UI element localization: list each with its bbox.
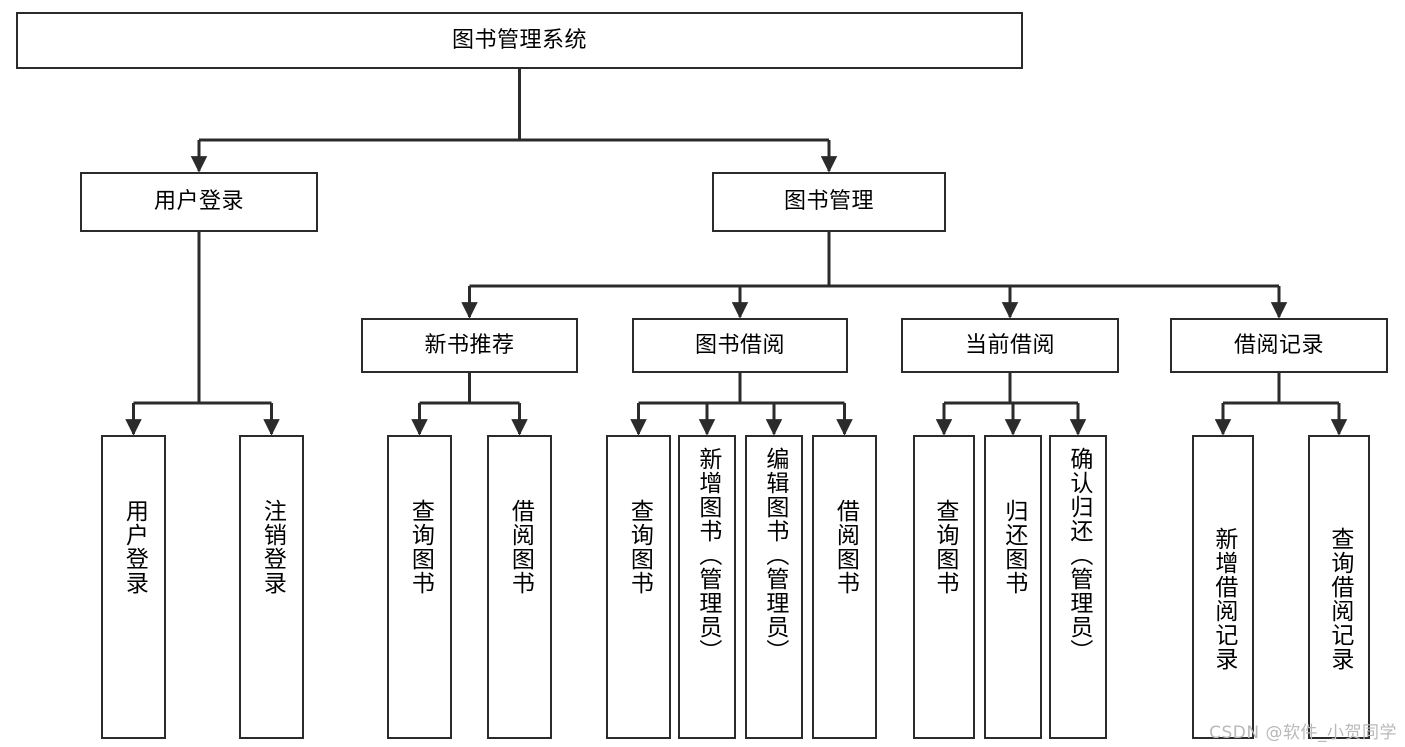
node-record[interactable]: 借阅记录 bbox=[1170, 318, 1388, 373]
node-label: 新书推荐 bbox=[424, 332, 515, 358]
node-label: 查询图书 bbox=[407, 499, 434, 595]
node-l8[interactable]: 借阅图书 bbox=[812, 435, 877, 739]
node-label: 图书管理 bbox=[783, 189, 874, 215]
node-login[interactable]: 用户登录 bbox=[80, 172, 318, 232]
node-label: 当前借阅 bbox=[964, 332, 1055, 358]
node-label: 图书管理系统 bbox=[451, 27, 587, 53]
node-label: 用户登录 bbox=[153, 189, 244, 215]
node-current[interactable]: 当前借阅 bbox=[901, 318, 1119, 373]
node-label: 查询借阅记录 bbox=[1326, 527, 1353, 671]
node-label: 查询图书 bbox=[626, 499, 653, 595]
node-l11[interactable]: 确认归还（管理员） bbox=[1049, 435, 1107, 739]
node-label: 借阅记录 bbox=[1233, 332, 1324, 358]
node-l1[interactable]: 用户登录 bbox=[101, 435, 166, 739]
node-label: 查询图书 bbox=[931, 499, 958, 595]
node-l4[interactable]: 借阅图书 bbox=[487, 435, 552, 739]
node-root[interactable]: 图书管理系统 bbox=[16, 12, 1023, 69]
node-l13[interactable]: 查询借阅记录 bbox=[1308, 435, 1370, 739]
watermark-label: CSDN @软件_小贺同学 bbox=[1209, 723, 1397, 743]
node-l10[interactable]: 归还图书 bbox=[984, 435, 1042, 739]
node-l12[interactable]: 新增借阅记录 bbox=[1192, 435, 1254, 739]
node-label: 图书借阅 bbox=[694, 332, 785, 358]
node-l2[interactable]: 注销登录 bbox=[239, 435, 304, 739]
node-l9[interactable]: 查询图书 bbox=[913, 435, 975, 739]
node-label: 新增图书（管理员） bbox=[694, 447, 721, 663]
node-label: 确认归还（管理员） bbox=[1065, 447, 1092, 663]
node-label: 注销登录 bbox=[259, 499, 286, 595]
node-newbook[interactable]: 新书推荐 bbox=[361, 318, 578, 373]
node-label: 编辑图书（管理员） bbox=[761, 447, 788, 663]
node-label: 用户登录 bbox=[121, 499, 148, 595]
node-label: 借阅图书 bbox=[832, 499, 859, 595]
node-label: 归还图书 bbox=[1000, 499, 1027, 595]
node-borrow[interactable]: 图书借阅 bbox=[632, 318, 848, 373]
node-l3[interactable]: 查询图书 bbox=[387, 435, 452, 739]
node-label: 新增借阅记录 bbox=[1210, 527, 1237, 671]
node-l7[interactable]: 编辑图书（管理员） bbox=[745, 435, 803, 739]
node-bookmgmt[interactable]: 图书管理 bbox=[712, 172, 946, 232]
node-l5[interactable]: 查询图书 bbox=[606, 435, 671, 739]
node-l6[interactable]: 新增图书（管理员） bbox=[678, 435, 736, 739]
node-label: 借阅图书 bbox=[507, 499, 534, 595]
